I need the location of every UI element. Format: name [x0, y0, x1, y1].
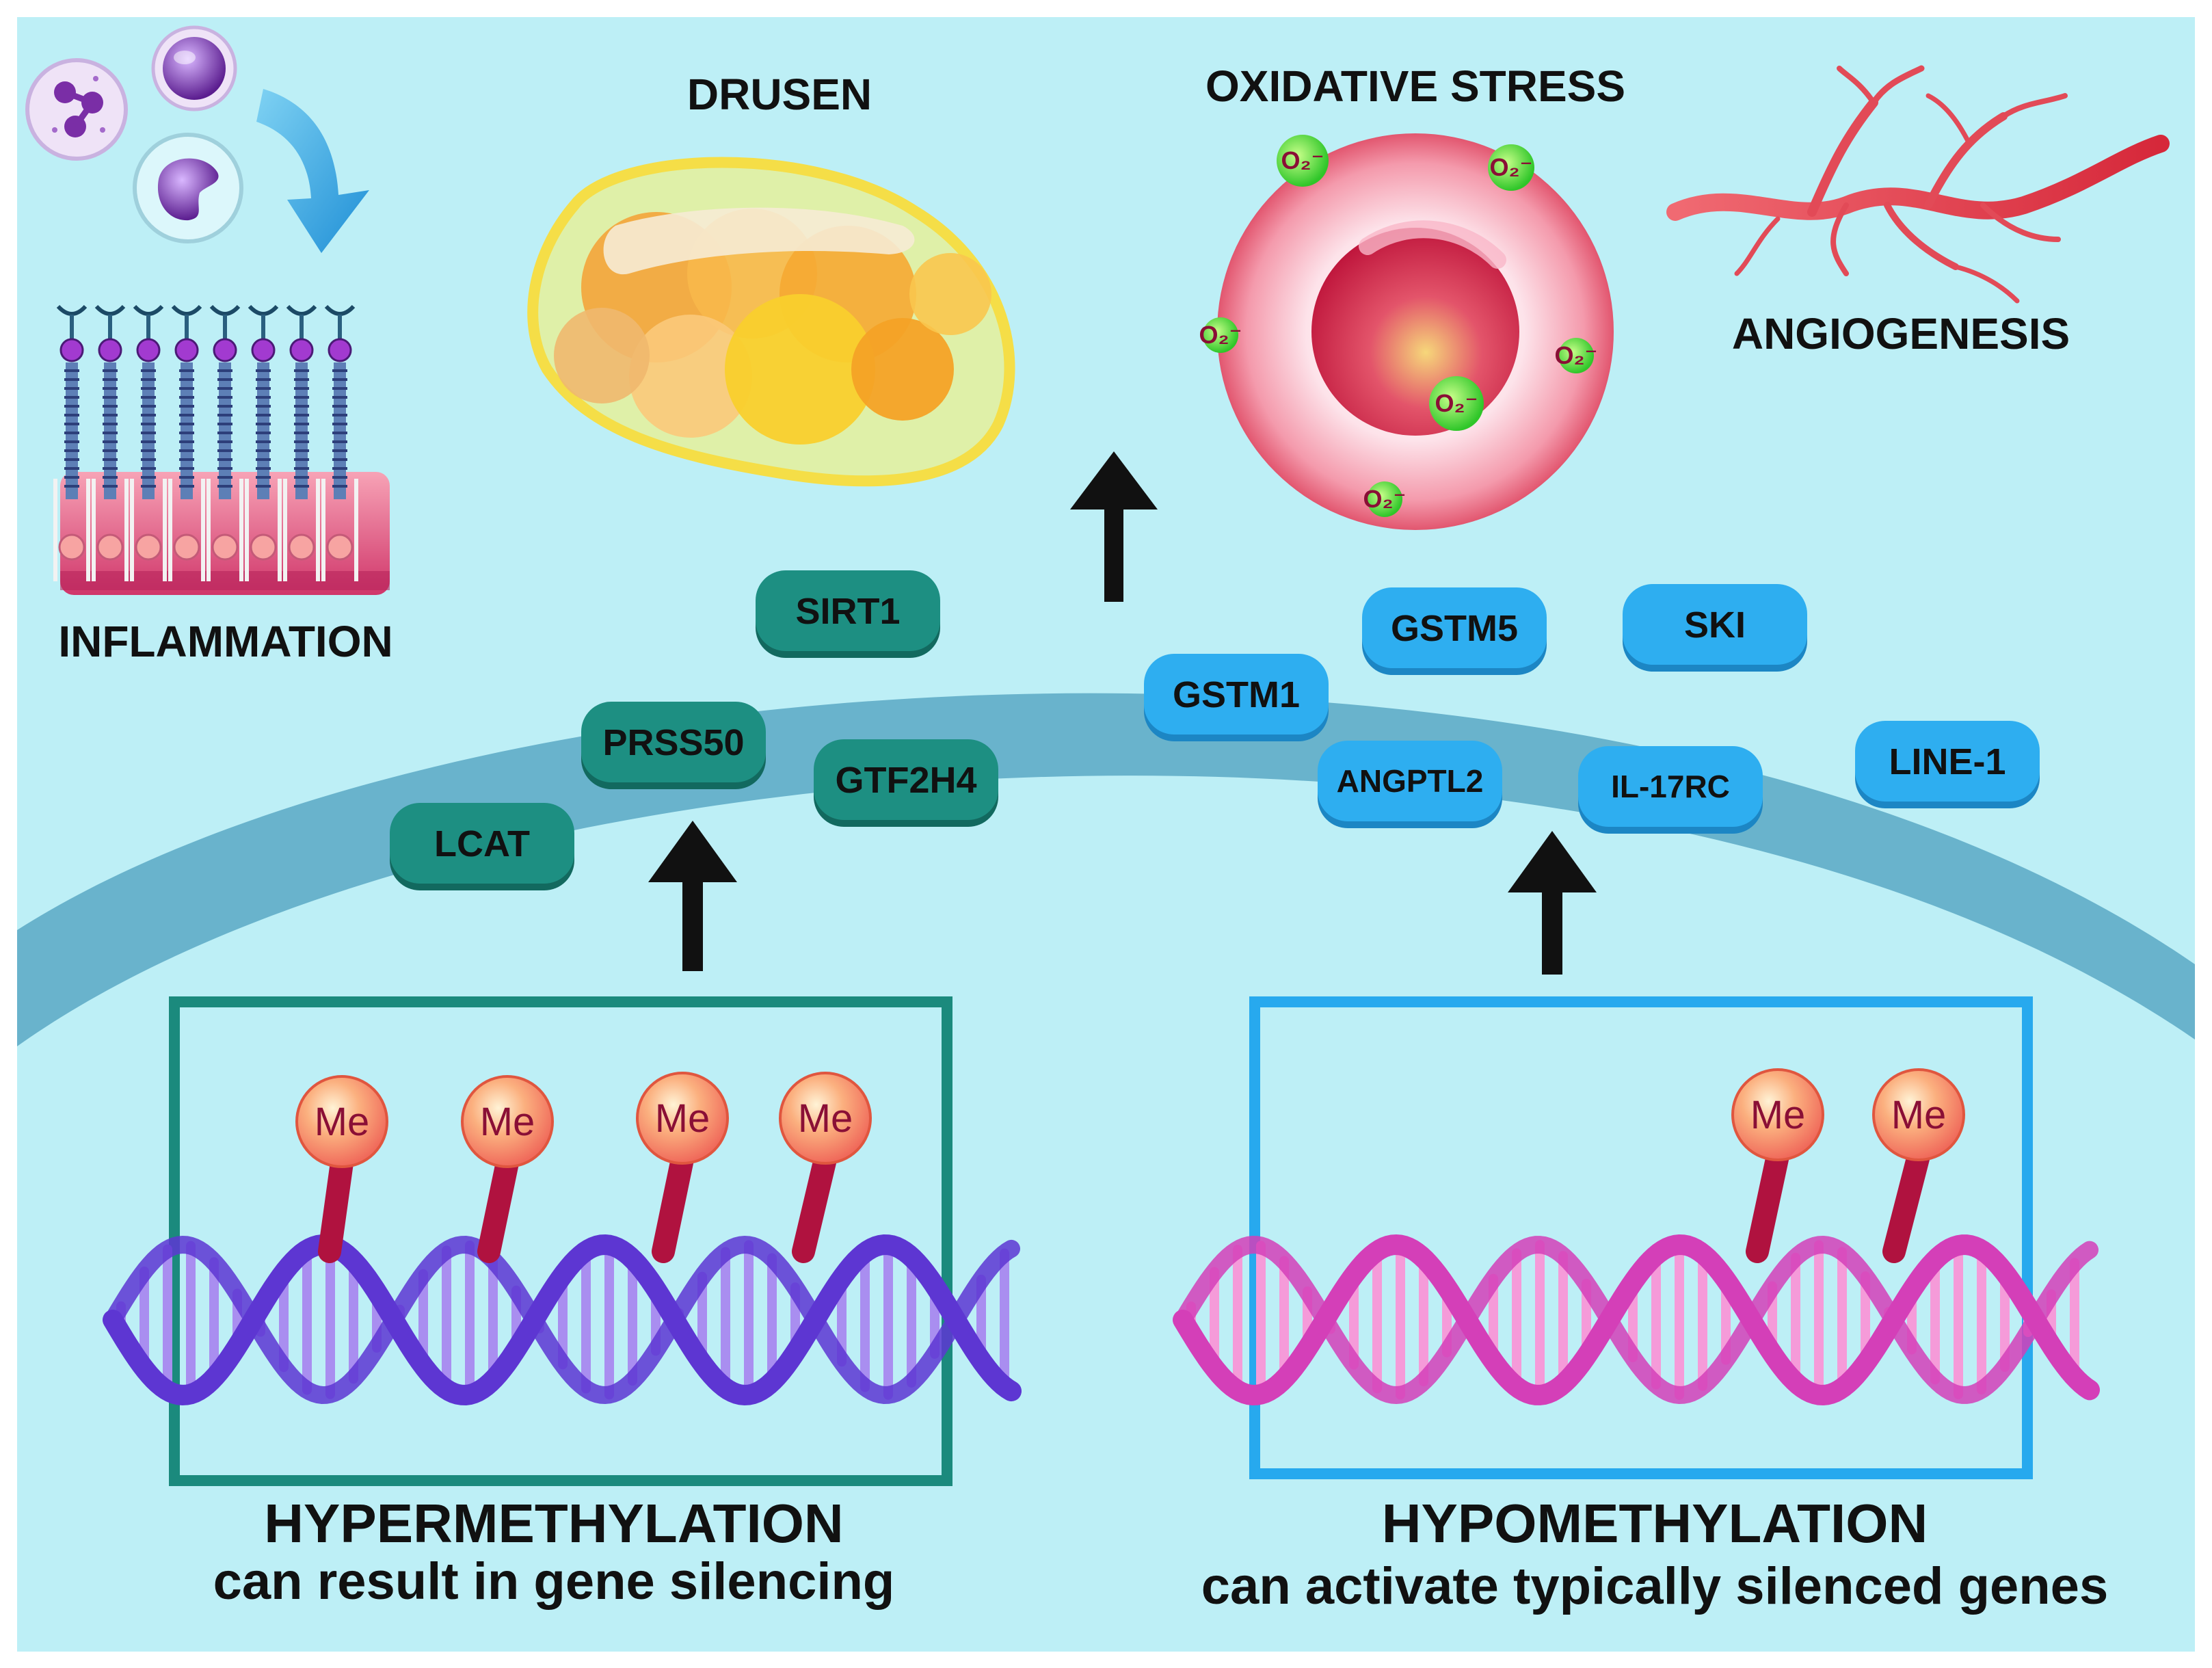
gene-lcat: LCAT	[390, 803, 574, 890]
gene-gstm5: GSTM5	[1362, 587, 1547, 675]
upward-arrow-hypo	[1508, 831, 1597, 975]
gene-gstm1: GSTM1	[1144, 654, 1329, 741]
dna-helix-icon	[103, 1234, 1022, 1406]
hypomethylation-title: HYPOMETHYLATION	[1382, 1493, 1928, 1554]
hypermethylation-title: HYPERMETHYLATION	[264, 1493, 843, 1554]
photoreceptor-cell	[283, 304, 320, 581]
methyl-group-icon: Me	[295, 1075, 388, 1263]
svg-text:ANGPTL2: ANGPTL2	[1337, 763, 1484, 799]
photoreceptor-cell	[130, 304, 167, 581]
svg-text:Me: Me	[1750, 1093, 1806, 1137]
svg-text:Me: Me	[798, 1096, 853, 1141]
inflammation-label: INFLAMMATION	[58, 617, 392, 666]
photoreceptor-columns	[53, 304, 358, 581]
curved-arrow-icon	[256, 89, 369, 253]
svg-text:GTF2H4: GTF2H4	[835, 760, 976, 801]
dna-helix-icon	[1173, 1234, 2100, 1406]
svg-text:Me: Me	[315, 1100, 370, 1144]
methyl-group-icon: Me	[1731, 1068, 1824, 1263]
svg-text:GSTM5: GSTM5	[1391, 608, 1518, 649]
angiogenesis-label: ANGIOGENESIS	[1732, 309, 2070, 358]
oxidative-stress-label: OXIDATIVE STRESS	[1205, 62, 1625, 111]
drusen-deposit-icon	[527, 157, 1015, 487]
svg-text:O₂⁻: O₂⁻	[1199, 321, 1242, 349]
svg-text:SIRT1: SIRT1	[795, 591, 900, 632]
photoreceptor-cell	[168, 304, 205, 581]
gene-angptl2: ANGPTL2	[1318, 741, 1502, 828]
gene-gtf2h4: GTF2H4	[814, 739, 998, 827]
upward-arrow-hyper	[648, 821, 737, 971]
svg-text:Me: Me	[480, 1100, 535, 1144]
svg-text:O₂⁻: O₂⁻	[1555, 341, 1598, 369]
hypomethylation-caption: can activate typically silenced genes	[1201, 1557, 2108, 1615]
photoreceptor-cells-icon	[60, 472, 390, 595]
methyl-groups: Me Me Me Me Me Me	[295, 1068, 1965, 1263]
blood-vessel-icon	[1666, 65, 2170, 304]
methyl-group-icon: Me	[636, 1072, 729, 1263]
svg-text:O₂⁻: O₂⁻	[1490, 153, 1533, 181]
superoxide-radical-icon: O₂⁻	[1429, 376, 1484, 431]
photoreceptor-cell	[321, 304, 358, 581]
methyl-group-icon: Me	[1872, 1068, 1965, 1263]
methyl-group-icon: Me	[779, 1072, 872, 1263]
superoxide-radical-icon: O₂⁻	[1199, 317, 1242, 353]
hypermethylation-caption: can result in gene silencing	[213, 1552, 895, 1611]
superoxide-radical-icon: O₂⁻	[1488, 144, 1534, 191]
gene-prss50: PRSS50	[581, 702, 766, 789]
svg-text:Me: Me	[655, 1096, 710, 1141]
svg-text:LINE-1: LINE-1	[1889, 741, 2006, 782]
svg-text:GSTM1: GSTM1	[1173, 674, 1300, 715]
superoxide-radical-icon: O₂⁻	[1363, 481, 1407, 517]
svg-text:LCAT: LCAT	[434, 823, 530, 864]
svg-text:SKI: SKI	[1684, 605, 1746, 646]
superoxide-radicals: O₂⁻ O₂⁻ O₂⁻ O₂⁻ O₂⁻ O₂⁻	[1199, 135, 1598, 517]
gene-line-1: LINE-1	[1855, 721, 2040, 808]
methyl-group-icon: Me	[461, 1075, 554, 1263]
svg-text:O₂⁻: O₂⁻	[1363, 485, 1407, 513]
gene-il-17rc: IL-17RC	[1578, 746, 1763, 834]
photoreceptor-cell	[53, 304, 90, 581]
photoreceptor-cell	[206, 304, 243, 581]
photoreceptor-cell	[92, 304, 129, 581]
superoxide-radical-icon: O₂⁻	[1555, 338, 1598, 373]
superoxide-radical-icon: O₂⁻	[1277, 135, 1329, 187]
photoreceptor-cell	[245, 304, 282, 581]
upward-arrow-center	[1070, 451, 1158, 602]
gene-sirt1: SIRT1	[756, 570, 940, 658]
immune-cells-icon	[25, 25, 243, 243]
svg-text:PRSS50: PRSS50	[602, 722, 744, 763]
drusen-label: DRUSEN	[687, 70, 872, 119]
oxidized-cell-icon	[1217, 133, 1614, 530]
svg-text:Me: Me	[1891, 1093, 1947, 1137]
svg-text:O₂⁻: O₂⁻	[1435, 389, 1478, 417]
svg-text:IL-17RC: IL-17RC	[1611, 769, 1730, 804]
svg-text:O₂⁻: O₂⁻	[1281, 146, 1324, 174]
gene-ski: SKI	[1623, 584, 1807, 672]
